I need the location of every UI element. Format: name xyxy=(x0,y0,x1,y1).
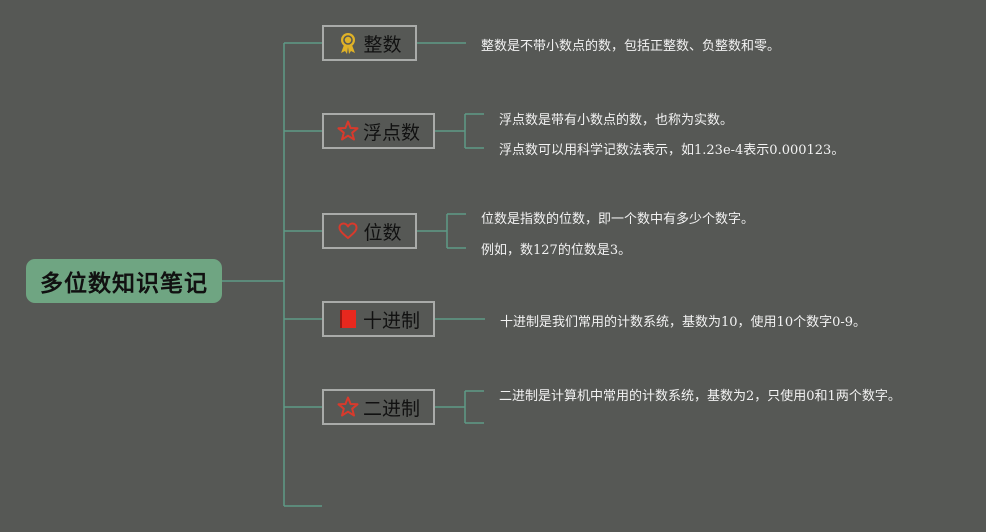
red-flag-icon xyxy=(337,308,359,330)
note-integer-1: 整数是不带小数点的数，包括正整数、负整数和零。 xyxy=(481,39,781,54)
branch-node-digits[interactable]: 位数 xyxy=(322,213,417,249)
note-float-1: 浮点数是带有小数点的数，也称为实数。 xyxy=(499,113,734,128)
note-digits-2: 例如，数127的位数是3。 xyxy=(481,243,632,258)
branch-label: 浮点数 xyxy=(362,121,420,144)
note-digits-1: 位数是指数的位数，即一个数中有多少个数字。 xyxy=(481,212,755,227)
branch-node-integer[interactable]: 整数 xyxy=(322,25,417,61)
award-ribbon-icon xyxy=(337,32,359,54)
branch-label: 十进制 xyxy=(362,309,420,332)
star-outline-icon xyxy=(337,396,359,418)
branch-node-float[interactable]: 浮点数 xyxy=(322,113,435,149)
branch-label: 整数 xyxy=(363,33,402,56)
branch-node-decimal[interactable]: 十进制 xyxy=(322,301,435,337)
note-binary-1: 二进制是计算机中常用的计数系统，基数为2，只使用0和1两个数字。 xyxy=(499,389,901,404)
star-outline-icon xyxy=(337,120,359,142)
root-title: 多位数知识笔记 xyxy=(40,271,208,297)
branch-node-binary[interactable]: 二进制 xyxy=(322,389,435,425)
note-decimal-1: 十进制是我们常用的计数系统，基数为10，使用10个数字0-9。 xyxy=(500,315,867,330)
root-topic[interactable]: 多位数知识笔记 xyxy=(26,259,222,303)
heart-outline-icon xyxy=(337,220,359,242)
branch-label: 二进制 xyxy=(362,397,420,420)
note-float-2: 浮点数可以用科学记数法表示，如1.23e-4表示0.000123。 xyxy=(499,143,845,158)
branch-label: 位数 xyxy=(363,221,402,244)
